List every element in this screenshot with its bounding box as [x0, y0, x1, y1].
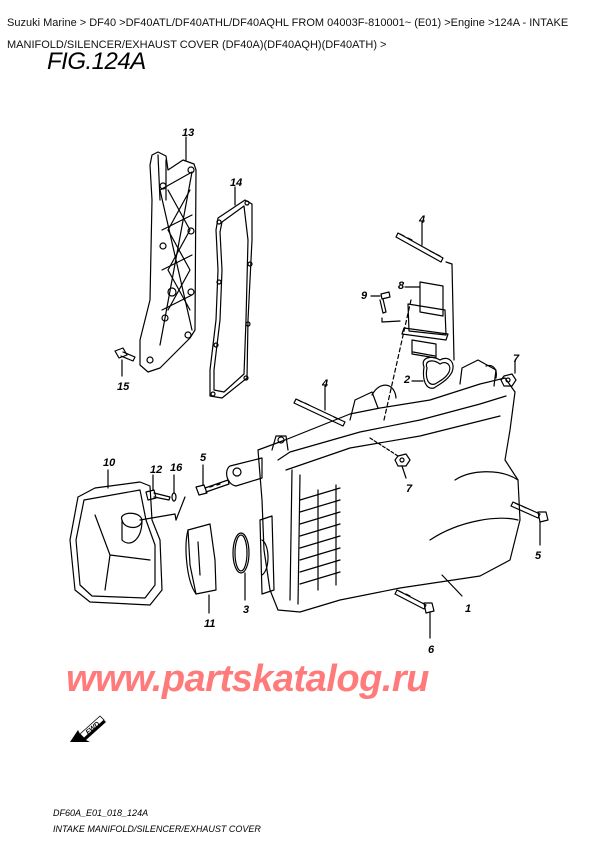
breadcrumb-line-2[interactable]: MANIFOLD/SILENCER/EXHAUST COVER (DF40A)(…: [7, 39, 387, 51]
watermark: www.partskatalog.ru: [66, 658, 429, 700]
fwd-arrow-icon: FWD: [70, 715, 106, 742]
part-6-bolt-bottom: [394, 589, 435, 639]
callout-part-16[interactable]: 16: [170, 462, 183, 474]
part-14-gasket: [209, 186, 253, 399]
callout-part-3[interactable]: 3: [243, 604, 250, 616]
part-5-bolt-left: [195, 464, 230, 496]
callout-part-11[interactable]: 11: [204, 618, 216, 630]
callout-part-5[interactable]: 5: [535, 550, 542, 562]
part-13-exhaust-cover: [139, 136, 197, 373]
callout-part-12[interactable]: 12: [150, 464, 163, 476]
callout-part-8[interactable]: 8: [398, 280, 405, 292]
part-1-intake-manifold: [226, 359, 521, 613]
part-11-collar: [185, 523, 217, 614]
part-2-gasket: [411, 356, 454, 389]
figure-code: DF60A_E01_018_124A: [53, 808, 149, 818]
part-12-bolt: [145, 474, 171, 501]
callout-part-2[interactable]: 2: [404, 374, 411, 386]
part-8-sensor: [401, 281, 449, 359]
part-10-silencer: [69, 469, 177, 606]
part-4-stud-upper: [395, 221, 455, 361]
part-16-washer: [171, 474, 186, 521]
figure-title: FIG.124A: [47, 48, 146, 75]
callout-part-6[interactable]: 6: [428, 644, 435, 656]
callout-part-7[interactable]: 7: [513, 353, 520, 365]
callout-part-14[interactable]: 14: [230, 177, 243, 189]
callout-part-13[interactable]: 13: [182, 127, 195, 139]
callout-part-4[interactable]: 4: [419, 214, 426, 226]
callout-part-15[interactable]: 15: [117, 381, 130, 393]
part-3-oring: [232, 532, 250, 601]
callout-part-1[interactable]: 1: [465, 603, 472, 615]
callout-part-4[interactable]: 4: [322, 378, 329, 390]
callout-part-7[interactable]: 7: [406, 483, 413, 495]
part-5-bolt-right: [510, 501, 549, 546]
callout-part-5[interactable]: 5: [200, 452, 207, 464]
figure-name: INTAKE MANIFOLD/SILENCER/EXHAUST COVER: [53, 824, 261, 834]
part-4-stud-lower: [293, 385, 346, 427]
callout-part-9[interactable]: 9: [361, 290, 368, 302]
breadcrumb-line-1[interactable]: Suzuki Marine > DF40 >DF40ATL/DF40ATHL/D…: [7, 17, 569, 29]
breadcrumb: Suzuki Marine > DF40 >DF40ATL/DF40ATHL/D…: [7, 12, 597, 56]
part-9-screw: [370, 291, 401, 323]
callout-part-10[interactable]: 10: [103, 457, 116, 469]
part-7-nut-lower: [369, 437, 411, 479]
part-15-bolt: [114, 347, 136, 377]
